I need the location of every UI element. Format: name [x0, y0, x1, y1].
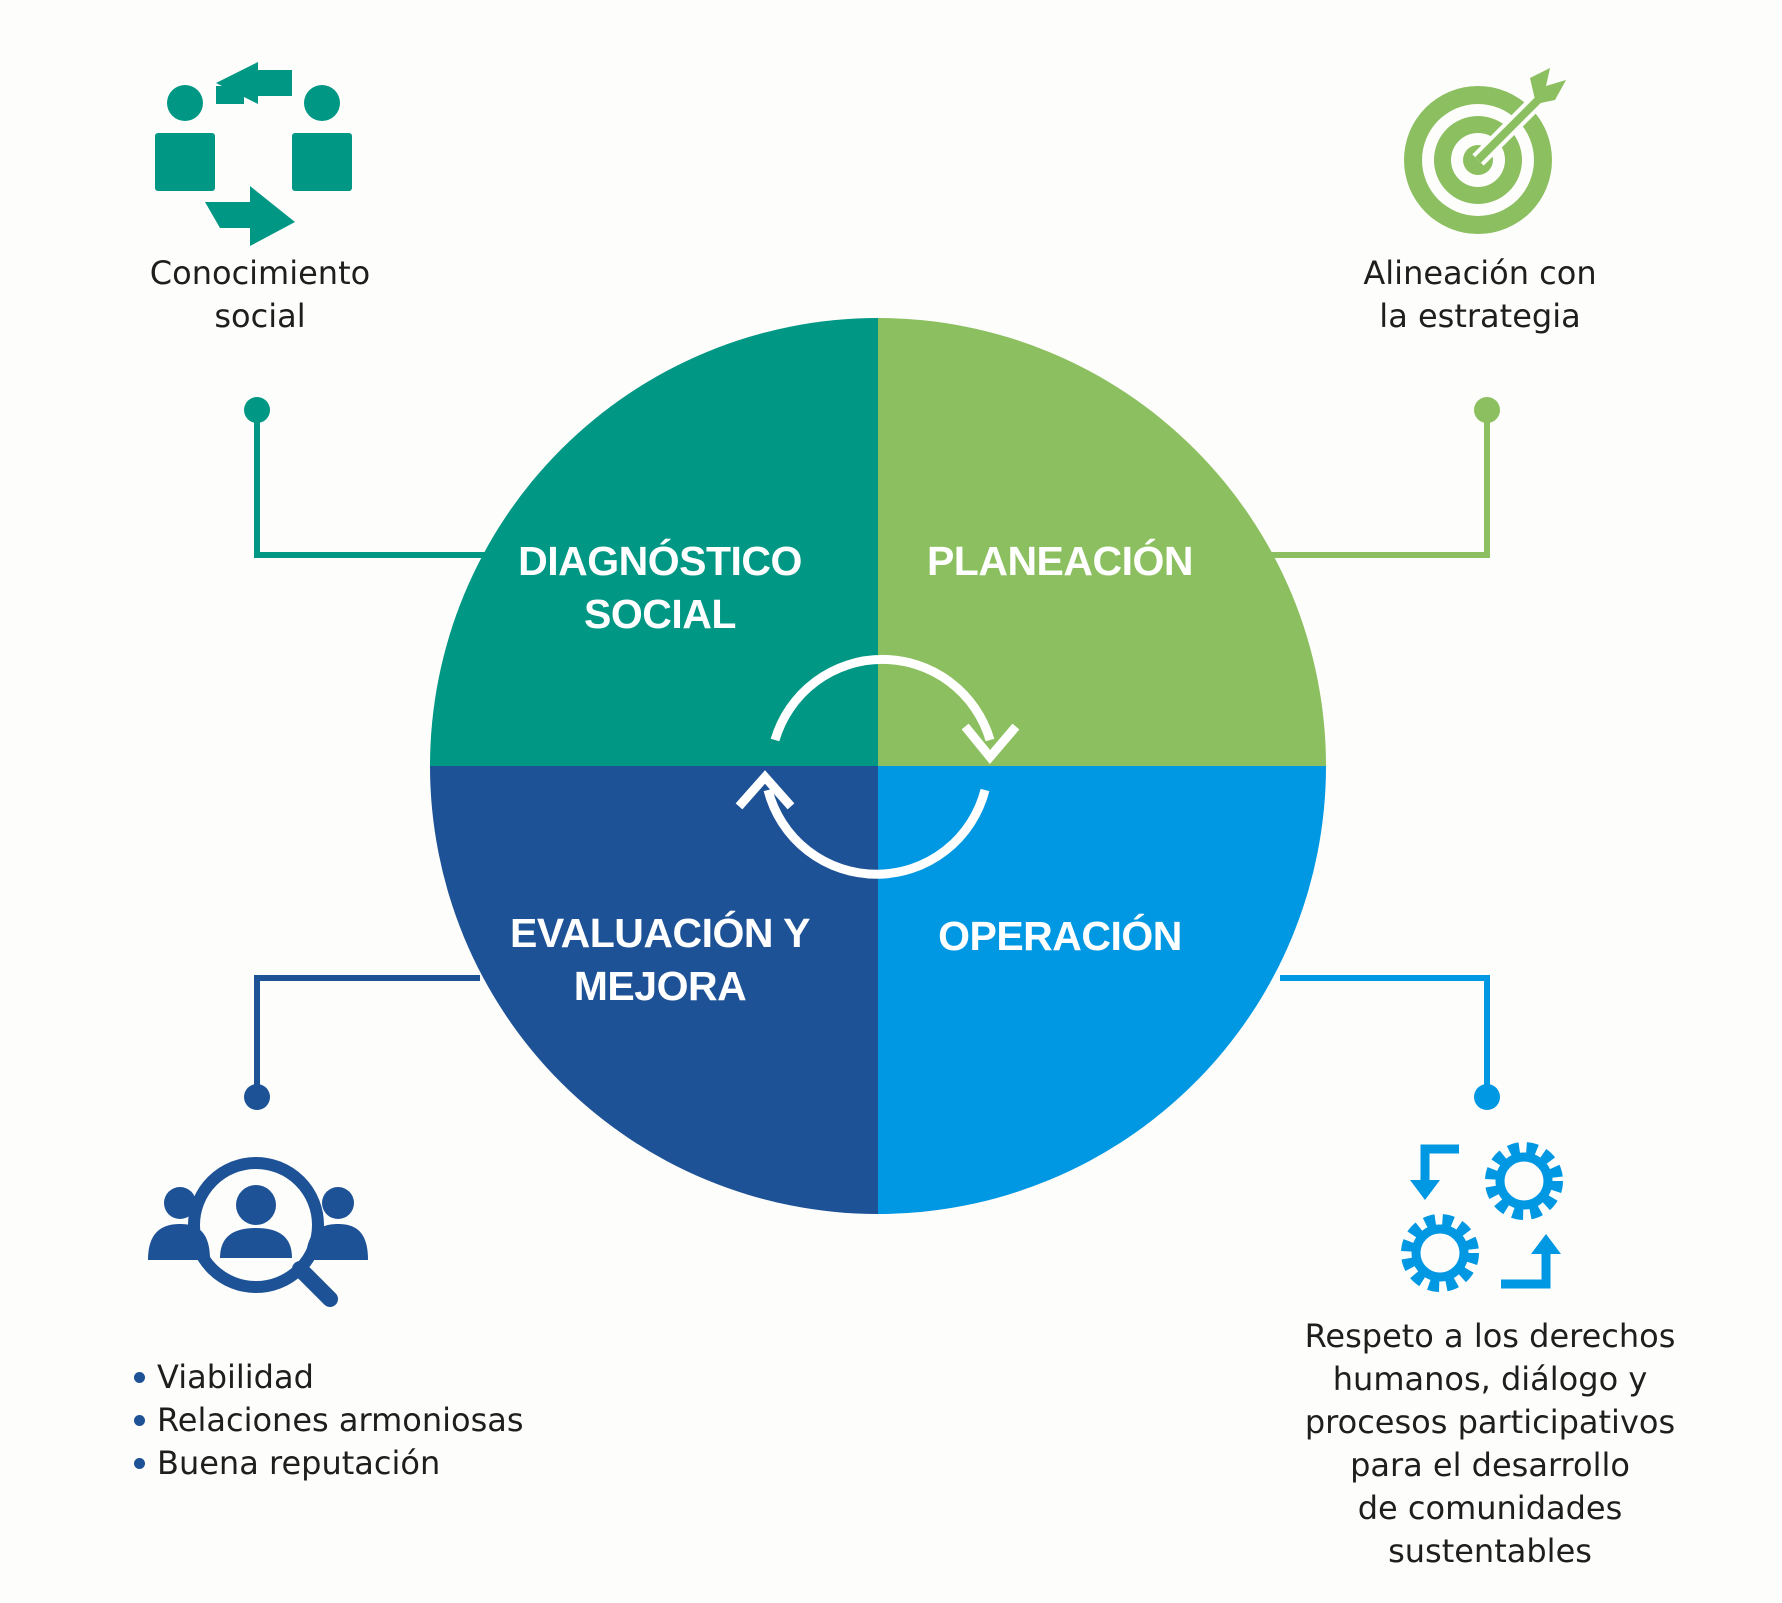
- people-search-icon: [148, 1157, 368, 1307]
- bullet-icon: [134, 1372, 145, 1383]
- label-derechos-line6: sustentables: [1388, 1532, 1592, 1570]
- connector-bottom-right: [1280, 975, 1490, 1097]
- connector-dot-bottom-left: [244, 1084, 270, 1110]
- label-derechos-line1: Respeto a los derechos: [1304, 1317, 1676, 1355]
- label-conocimiento-line1: Conocimiento: [149, 254, 371, 292]
- label-derechos-line4: para el desarrollo: [1350, 1446, 1630, 1484]
- quadrant-title-diagnostico: DIAGNÓSTICO SOCIAL: [480, 535, 840, 641]
- list-item-text: Viabilidad: [157, 1358, 314, 1396]
- list-item: Viabilidad: [134, 1356, 524, 1399]
- quadrant-evaluacion: [430, 766, 878, 1214]
- label-conocimiento-line2: social: [214, 297, 306, 335]
- label-alineacion-line1: Alineación con: [1363, 254, 1597, 292]
- label-alineacion-line2: la estrategia: [1379, 297, 1581, 335]
- quadrant-title-planeacion: PLANEACIÓN: [900, 535, 1220, 588]
- quadrant-title-diagnostico-line1: DIAGNÓSTICO: [518, 538, 802, 584]
- quadrant-title-evaluacion-line1: EVALUACIÓN Y: [509, 910, 811, 956]
- bullet-icon: [134, 1415, 145, 1426]
- quadrant-operacion: [878, 766, 1326, 1214]
- connector-dot-bottom-right: [1474, 1084, 1500, 1110]
- connector-dot-top-right: [1474, 397, 1500, 423]
- connector-dot-top-left: [244, 397, 270, 423]
- gears-process-icon: [1401, 1142, 1563, 1292]
- label-derechos-line3: procesos participativos: [1304, 1403, 1676, 1441]
- label-derechos-humanos: Respeto a los derechos humanos, diálogo …: [1250, 1315, 1730, 1573]
- connector-top-right: [1270, 410, 1490, 558]
- label-derechos-line2: humanos, diálogo y: [1332, 1360, 1648, 1398]
- quadrant-planeacion: [878, 318, 1326, 766]
- quadrant-title-operacion: OPERACIÓN: [900, 910, 1220, 963]
- list-item-text: Buena reputación: [157, 1444, 441, 1482]
- cycle-arrows-icon: [735, 655, 1020, 879]
- list-item-text: Relaciones armoniosas: [157, 1401, 524, 1439]
- list-item: Buena reputación: [134, 1442, 524, 1485]
- target-icon: [1404, 68, 1566, 234]
- quadrant-title-planeacion-line1: PLANEACIÓN: [926, 538, 1194, 584]
- connector-top-left: [254, 410, 490, 558]
- quadrant-title-diagnostico-line2: SOCIAL: [584, 591, 736, 637]
- label-alineacion-estrategia: Alineación con la estrategia: [1300, 252, 1660, 338]
- label-conocimiento-social: Conocimiento social: [90, 252, 430, 338]
- bullet-icon: [134, 1458, 145, 1469]
- connector-bottom-left: [254, 975, 480, 1097]
- people-exchange-icon: [155, 62, 352, 246]
- benefits-list: Viabilidad Relaciones armoniosas Buena r…: [134, 1356, 524, 1485]
- quadrant-diagnostico: [430, 318, 878, 766]
- quadrant-title-evaluacion: EVALUACIÓN Y MEJORA: [480, 907, 840, 1013]
- quadrant-title-evaluacion-line2: MEJORA: [573, 963, 747, 1009]
- quadrant-title-operacion-line1: OPERACIÓN: [938, 913, 1182, 959]
- list-item: Relaciones armoniosas: [134, 1399, 524, 1442]
- label-derechos-line5: de comunidades: [1357, 1489, 1623, 1527]
